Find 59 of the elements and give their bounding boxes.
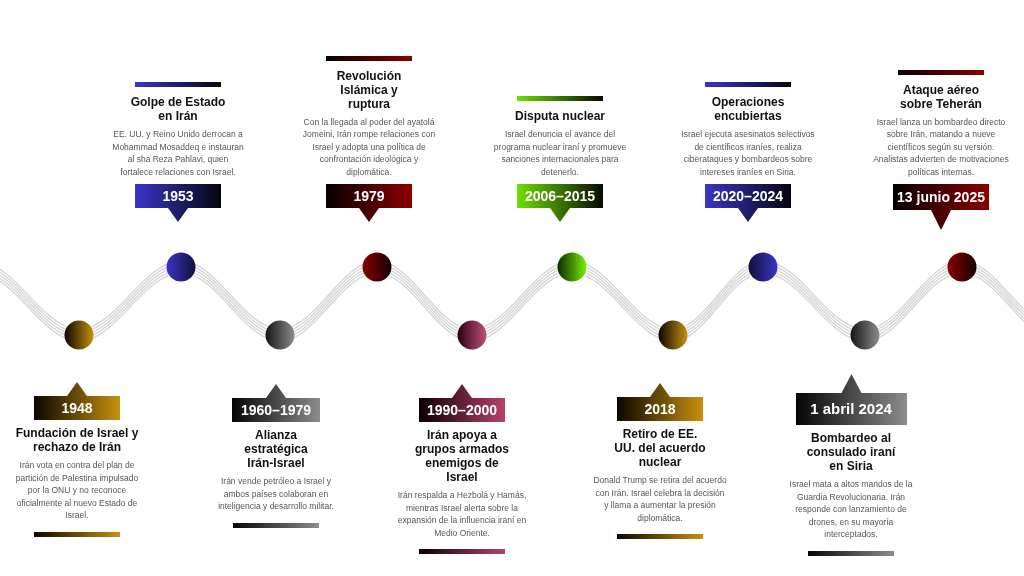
event-description: EE. UU. y Reino Unido derrocan a Mohammad Mosaddeq e instauran al sha Reza Pahlavi, quien fortalece relaciones con Israel. [111, 128, 245, 178]
timeline-dot [658, 320, 688, 350]
date-label: 1990–2000 [425, 401, 499, 420]
timeline-dot [457, 320, 487, 350]
wave-line [685, 263, 751, 339]
wave-line [193, 263, 268, 339]
event-title: Fundación de Israel y rechazo de Irán [14, 426, 140, 454]
date-badge [705, 184, 791, 222]
event-description: Irán vende petróleo a Israel y ambos países colaboran en inteligencia y desarrollo militar. [217, 475, 335, 513]
event-description: Israel lanza un bombardeo directo sobre Irán, matando a nueve científicos según su versión. Analistas advierten de motivaciones políticas internas. [872, 115, 1010, 178]
date-label: 1948 [60, 399, 94, 418]
wave-line [584, 262, 661, 340]
event-description: Israel ejecuta asesinatos selectivos de científicos iraníes, realiza ciberataques y bombardeos sobre intereses iraníes en Siria. [680, 128, 816, 178]
date-label: 1960–1979 [239, 401, 313, 420]
date-label: 2018 [643, 400, 677, 419]
date-badge [135, 184, 221, 222]
date-badge [232, 384, 320, 422]
event-title: Irán apoya a grupos armados enemigos de Israel [414, 428, 510, 484]
event-title: Ataque aéreo sobre Teherán [899, 82, 983, 111]
date-badge [893, 184, 989, 230]
event-title: Alianza estratégica Irán-Israel [243, 428, 309, 470]
date-label: 13 junio 2025 [896, 188, 986, 207]
event-title: Bombardeo al consulado iraní en Siria [805, 431, 897, 473]
date-badge [419, 384, 505, 422]
date-badge [617, 383, 703, 421]
timeline-dot [748, 252, 778, 282]
date-label: 2020–2024 [711, 187, 785, 206]
timeline-dot [850, 320, 880, 350]
event-title: Disputa nuclear [514, 109, 606, 123]
timeline-dot [947, 252, 977, 282]
date-badge [795, 374, 907, 425]
event-description: Con la llegada al poder del ayatolá Jomeini, Irán rompe relaciones con Israel y adopta una política de confrontación ideológica y diplomática. [301, 115, 437, 178]
event-description: Donald Trump se retira del acuerdo con Irán. Israel celebra la decisión y llama a aumentar la presión diplomática. [592, 474, 728, 524]
timeline-dot [362, 252, 392, 282]
wave-line [775, 262, 853, 340]
wave-line [91, 262, 169, 340]
wave-line [389, 263, 460, 339]
event-description: Irán respalda a Hezbolá y Hamás, mientras Israel alerta sobre la expansión de la influencia iraní en Medio Oriente. [396, 489, 528, 539]
event-description: Irán vota en contra del plan de partición de Palestina impulsado por la ONU y no reconoce oficialmente al nuevo Estado de Israel. [14, 459, 140, 522]
timeline-dot [64, 320, 94, 350]
wave-line [877, 263, 950, 339]
date-badge [517, 184, 603, 222]
event-description: Israel denuncia el avance del programa nuclear iraní y promueve sanciones internacionales para detenerlo. [492, 128, 628, 178]
date-label: 1953 [161, 187, 195, 206]
timeline-dot [265, 320, 295, 350]
date-badge [34, 382, 120, 420]
timeline-dot [557, 252, 587, 282]
wave-line [292, 263, 365, 339]
event-title: Retiro de EE. UU. del acuerdo nuclear [613, 427, 707, 469]
wave-line [484, 263, 560, 339]
date-label: 1 abril 2024 [809, 399, 893, 419]
event-title: Revolución Islámica y ruptura [335, 68, 403, 111]
date-label: 2006–2015 [523, 187, 597, 206]
timeline-dot [166, 252, 196, 282]
date-badge [326, 184, 412, 222]
date-label: 1979 [352, 187, 386, 206]
event-title: Golpe de Estado en Irán [129, 95, 227, 123]
event-description: Israel mata a altos mandos de la Guardia Revolucionaria. Irán responde con lanzamiento de drones, en su mayoría interceptados. [788, 478, 914, 541]
event-title: Operaciones encubiertas [710, 95, 786, 123]
